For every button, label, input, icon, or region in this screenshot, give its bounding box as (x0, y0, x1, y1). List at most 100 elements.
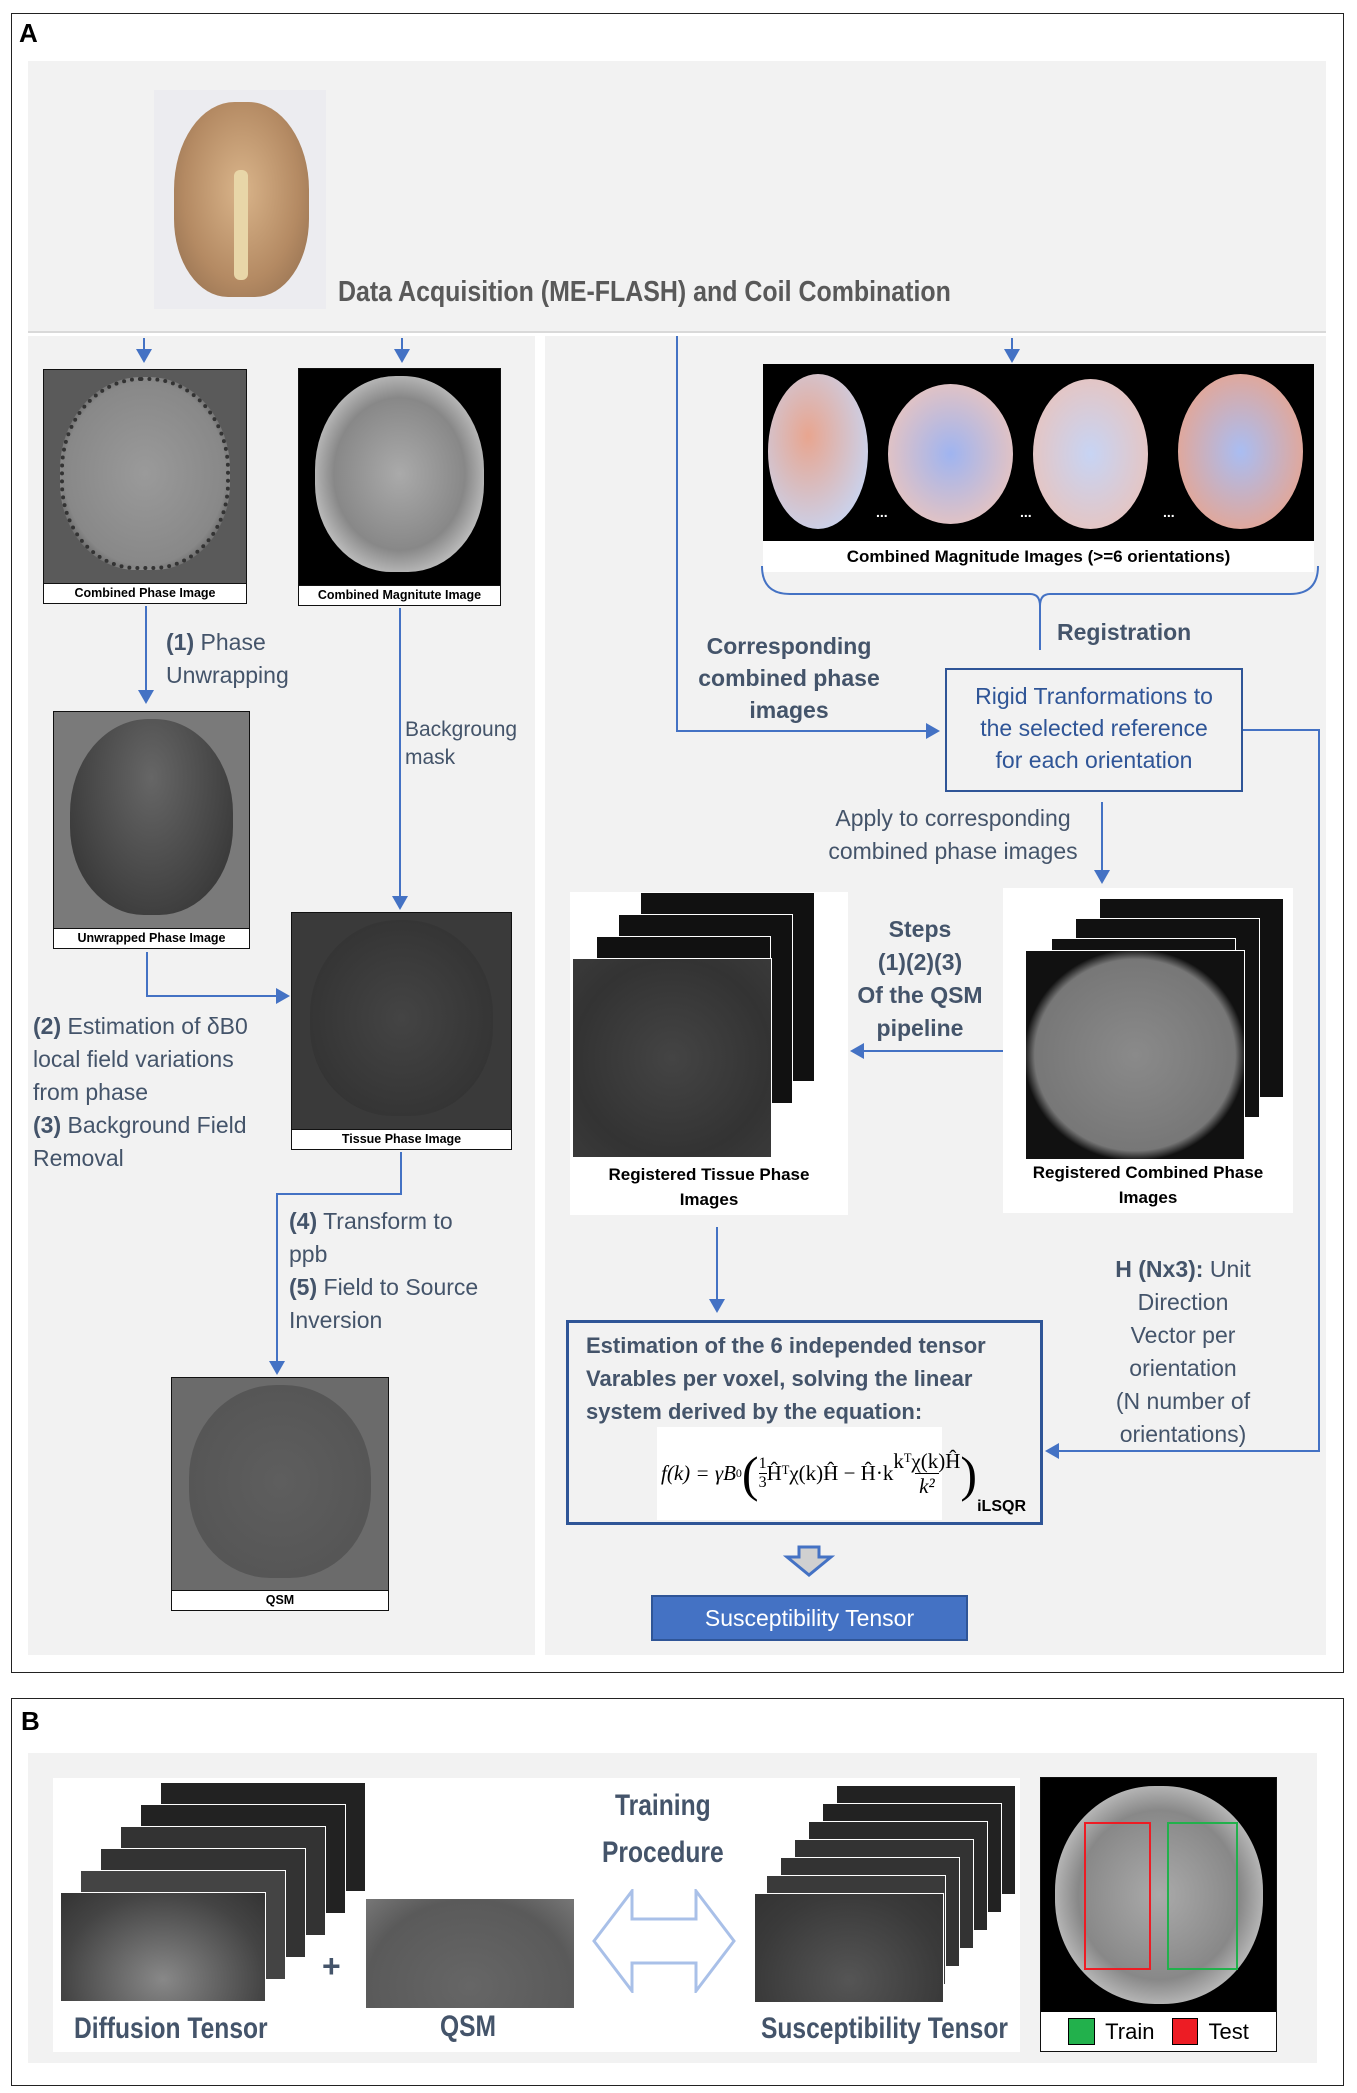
decoration: from phase (33, 1079, 149, 1105)
connector-line (146, 995, 282, 997)
decoration (309, 920, 494, 1116)
decoration: 3 (758, 1473, 767, 1491)
decoration: Estimation of δB0 (61, 1013, 248, 1039)
decoration: (4) (289, 1208, 318, 1234)
decoration: kᵀχ(k)Ĥ (893, 1449, 961, 1473)
decoration: (5) (289, 1274, 318, 1300)
decoration (189, 1384, 371, 1578)
connector-line (145, 606, 147, 696)
connector-line (1101, 802, 1103, 874)
decoration: Training (614, 1789, 711, 1822)
decoration: Combined Phase Image (44, 583, 246, 603)
connector-line (1057, 1450, 1320, 1452)
decoration: Procedure (602, 1836, 724, 1869)
arrow-down-icon (1004, 349, 1020, 363)
arrow-down-icon (394, 349, 410, 363)
decoration: Backgroung (405, 718, 518, 741)
legend-swatch-test (1172, 2018, 1199, 2045)
decoration: Registered Tissue Phase (608, 1165, 810, 1184)
step4-5-label: (4) Transform to ppb (5) Field to Source… (289, 1205, 478, 1337)
decoration: local field variations (33, 1046, 234, 1072)
decoration: Direction (1137, 1289, 1229, 1315)
stack-frame (60, 1892, 266, 2002)
decoration: ... (1163, 504, 1175, 520)
decoration: Test (1208, 2018, 1249, 2044)
susceptibility-tensor-label: Susceptibility Tensor (761, 2012, 1008, 2045)
step2-3-label: (2) Estimation of δB0 local field variat… (33, 1010, 248, 1175)
combined-magnitude-orientations: ... ... ... Combined Magnitude Images (>… (763, 364, 1314, 572)
decoration: Transform to (317, 1208, 453, 1234)
connector-line (400, 1152, 402, 1195)
train-region-box (1167, 1822, 1238, 1970)
tissue-phase-image: Tissue Phase Image (291, 912, 512, 1150)
connector-line (143, 338, 145, 352)
connector-line (1243, 729, 1320, 731)
double-arrow-icon (592, 1889, 736, 1993)
susceptibility-tensor-stack (754, 1785, 1019, 2003)
qsm-image: QSM (171, 1377, 389, 1611)
decoration: the selected reference (980, 715, 1208, 741)
decoration: Tissue Phase Image (292, 1129, 511, 1149)
plus-sign: + (322, 1948, 341, 1984)
decoration: H (Nx3): (1115, 1256, 1204, 1282)
unwrapped-phase-image: Unwrapped Phase Image (53, 711, 250, 949)
connector-line (146, 952, 148, 997)
decoration: Of the QSM (857, 982, 983, 1008)
decoration: Corresponding (706, 633, 872, 659)
decoration: Removal (33, 1145, 124, 1171)
decoration: ... (876, 504, 888, 520)
diffusion-tensor-stack (60, 1782, 370, 2002)
decoration: (2) (33, 1013, 62, 1039)
decoration (1033, 379, 1148, 529)
decoration: Unwrapped Phase Image (54, 928, 249, 948)
connector-line (276, 1193, 402, 1195)
decoration (315, 376, 484, 572)
decoration: Inversion (289, 1307, 383, 1333)
arrow-down-icon (709, 1299, 725, 1313)
decoration: Background Field (61, 1112, 247, 1138)
connector-line (864, 1050, 1003, 1052)
acquisition-title: Data Acquisition (ME-FLASH) and Coil Com… (338, 276, 951, 308)
diffusion-tensor-label: Diffusion Tensor (74, 2012, 268, 2045)
connector-line (676, 336, 678, 732)
decoration: Images (1118, 1188, 1178, 1207)
decoration (783, 1545, 835, 1577)
decoration: combined phase images (828, 838, 1078, 864)
decoration: ppb (289, 1241, 328, 1267)
decoration: (3) (33, 1112, 62, 1138)
arrow-down-icon (269, 1361, 285, 1375)
panel-b (11, 1698, 1344, 2086)
panel-b-label: B (21, 1706, 40, 1736)
decoration: orientation (1129, 1355, 1237, 1381)
decoration: Vector per (1130, 1322, 1236, 1348)
decoration: Field to Source (317, 1274, 479, 1300)
qsm-input-image (366, 1899, 574, 2008)
susceptibility-tensor-output: Susceptibility Tensor (651, 1595, 968, 1641)
decoration: ... (1020, 504, 1032, 520)
decoration: for each orientation (995, 747, 1193, 773)
decoration (888, 384, 1013, 524)
legend-swatch-train (1068, 2018, 1096, 2045)
decoration: f(k) = γB (661, 1461, 736, 1485)
decoration: QSM (172, 1590, 388, 1610)
decoration: Apply to corresponding (835, 805, 1071, 831)
decoration: ( (741, 1445, 759, 1502)
connector-line (676, 730, 932, 732)
decoration: (1)(2)(3) (877, 949, 963, 975)
decoration: Ĥᵀχ(k)Ĥ − Ĥ·k (766, 1461, 894, 1485)
decoration: ) (960, 1445, 978, 1502)
decoration: Steps (888, 916, 952, 942)
legend: Train Test (1041, 2012, 1276, 2051)
